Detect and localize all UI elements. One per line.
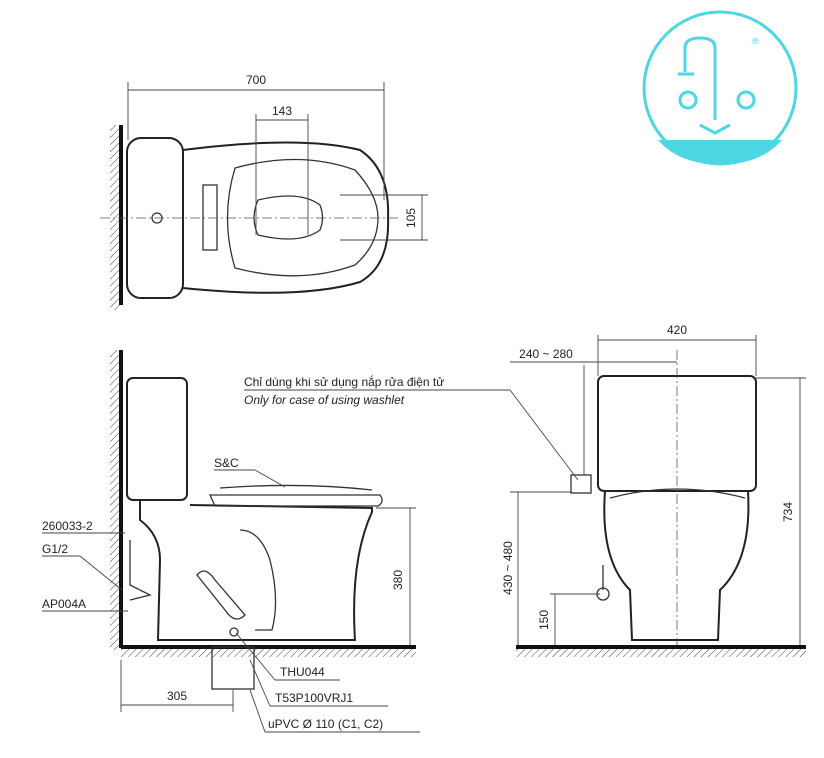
front-view: 420 240 ~ 280 734 430 ~ 480 150 bbox=[501, 323, 806, 657]
registered-mark: ® bbox=[752, 36, 759, 46]
label-flange: THU044 bbox=[280, 665, 325, 679]
label-thread: G1/2 bbox=[42, 542, 68, 556]
label-outlet: T53P100VRJ1 bbox=[275, 691, 353, 705]
washlet-note-en: Only for case of using washlet bbox=[244, 393, 405, 407]
top-view: 700 143 105 bbox=[100, 73, 428, 310]
label-hose: 260033-2 bbox=[42, 519, 93, 533]
label-seat: S&C bbox=[214, 456, 239, 470]
label-pipe: uPVC Ø 110 (C1, C2) bbox=[268, 717, 383, 731]
dim-700: 700 bbox=[246, 73, 266, 87]
brand-logo: ® bbox=[642, 10, 798, 166]
label-valve: AP004A bbox=[42, 597, 86, 611]
dim-105: 105 bbox=[404, 208, 418, 228]
dim-143: 143 bbox=[272, 104, 292, 118]
dim-734: 734 bbox=[781, 502, 795, 522]
dim-430-480: 430 ~ 480 bbox=[501, 541, 515, 595]
side-view: S&C 260033-2 G1/2 AP004A 380 305 THU044 … bbox=[42, 350, 420, 733]
dim-380: 380 bbox=[391, 570, 405, 590]
dim-150: 150 bbox=[537, 610, 551, 630]
dim-420: 420 bbox=[667, 323, 687, 337]
dim-305: 305 bbox=[167, 689, 187, 703]
dim-240-280: 240 ~ 280 bbox=[519, 347, 573, 361]
washlet-note-vi: Chỉ dùng khi sử dụng nắp rửa điện tử bbox=[244, 374, 444, 389]
